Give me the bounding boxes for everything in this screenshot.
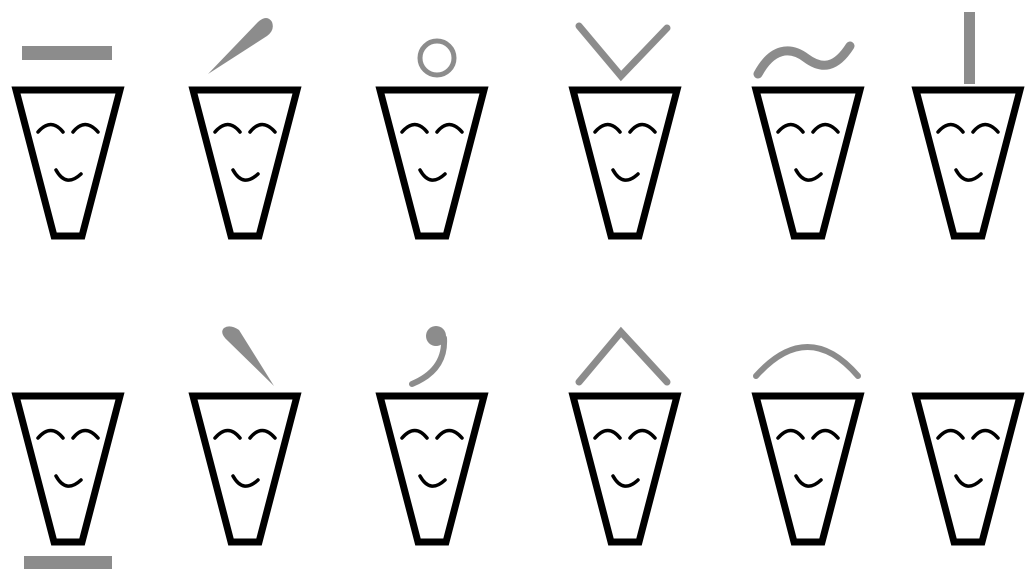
face-outline	[16, 90, 120, 236]
smile	[56, 476, 81, 486]
smile	[796, 476, 821, 486]
left-eye	[778, 125, 803, 133]
right-eye	[973, 125, 998, 133]
smile	[796, 170, 821, 180]
right-eye	[813, 431, 838, 439]
left-eye	[215, 431, 240, 439]
tone-face-1-2	[193, 18, 297, 236]
tone-face-2-5	[756, 347, 860, 542]
arc-icon	[756, 347, 858, 376]
face-outline	[193, 90, 297, 236]
right-eye	[630, 125, 655, 133]
tone-face-1-5	[756, 46, 860, 236]
acute-accent-icon	[208, 18, 273, 74]
tone-face-1-1	[16, 46, 120, 236]
right-eye	[73, 125, 98, 133]
face-outline	[756, 396, 860, 542]
left-eye	[938, 125, 963, 133]
smile	[233, 170, 258, 180]
left-eye	[38, 125, 63, 133]
left-eye	[38, 431, 63, 439]
face-outline	[380, 396, 484, 542]
tone-face-2-3	[380, 326, 484, 542]
right-eye	[73, 431, 98, 439]
tilde-icon	[758, 46, 850, 74]
tone-face-1-4	[573, 26, 677, 236]
right-eye	[630, 431, 655, 439]
smile	[56, 170, 81, 180]
smile	[956, 476, 981, 486]
ring-icon	[420, 41, 454, 75]
tone-face-2-1	[16, 396, 120, 569]
tone-face-1-3	[380, 41, 484, 236]
vertical-bar-icon	[964, 12, 975, 84]
left-eye	[938, 431, 963, 439]
face-outline	[193, 396, 297, 542]
grave-accent-icon	[222, 326, 274, 386]
left-eye	[215, 125, 240, 133]
tone-face-2-4	[573, 332, 677, 542]
smile	[956, 170, 981, 180]
left-eye	[595, 125, 620, 133]
smile	[613, 170, 638, 180]
comma-hook-icon	[412, 326, 446, 384]
tone-face-2-2	[193, 326, 297, 542]
check-v-icon	[579, 26, 667, 76]
face-outline	[756, 90, 860, 236]
face-outline	[573, 90, 677, 236]
face-outline	[16, 396, 120, 542]
macron-bar-icon	[22, 46, 112, 60]
right-eye	[250, 431, 275, 439]
tone-face-1-6	[916, 12, 1020, 236]
smile	[613, 476, 638, 486]
right-eye	[973, 431, 998, 439]
left-eye	[402, 431, 427, 439]
smile	[233, 476, 258, 486]
right-eye	[437, 431, 462, 439]
caret-icon	[579, 332, 667, 382]
left-eye	[595, 431, 620, 439]
face-outline	[916, 90, 1020, 236]
right-eye	[813, 125, 838, 133]
right-eye	[250, 125, 275, 133]
left-eye	[778, 431, 803, 439]
left-eye	[402, 125, 427, 133]
face-outline	[916, 396, 1020, 542]
right-eye	[437, 125, 462, 133]
underbar-icon	[24, 556, 112, 569]
face-outline	[573, 396, 677, 542]
face-outline	[380, 90, 484, 236]
smile	[420, 476, 445, 486]
tone-face-2-6	[916, 396, 1020, 542]
smile	[420, 170, 445, 180]
